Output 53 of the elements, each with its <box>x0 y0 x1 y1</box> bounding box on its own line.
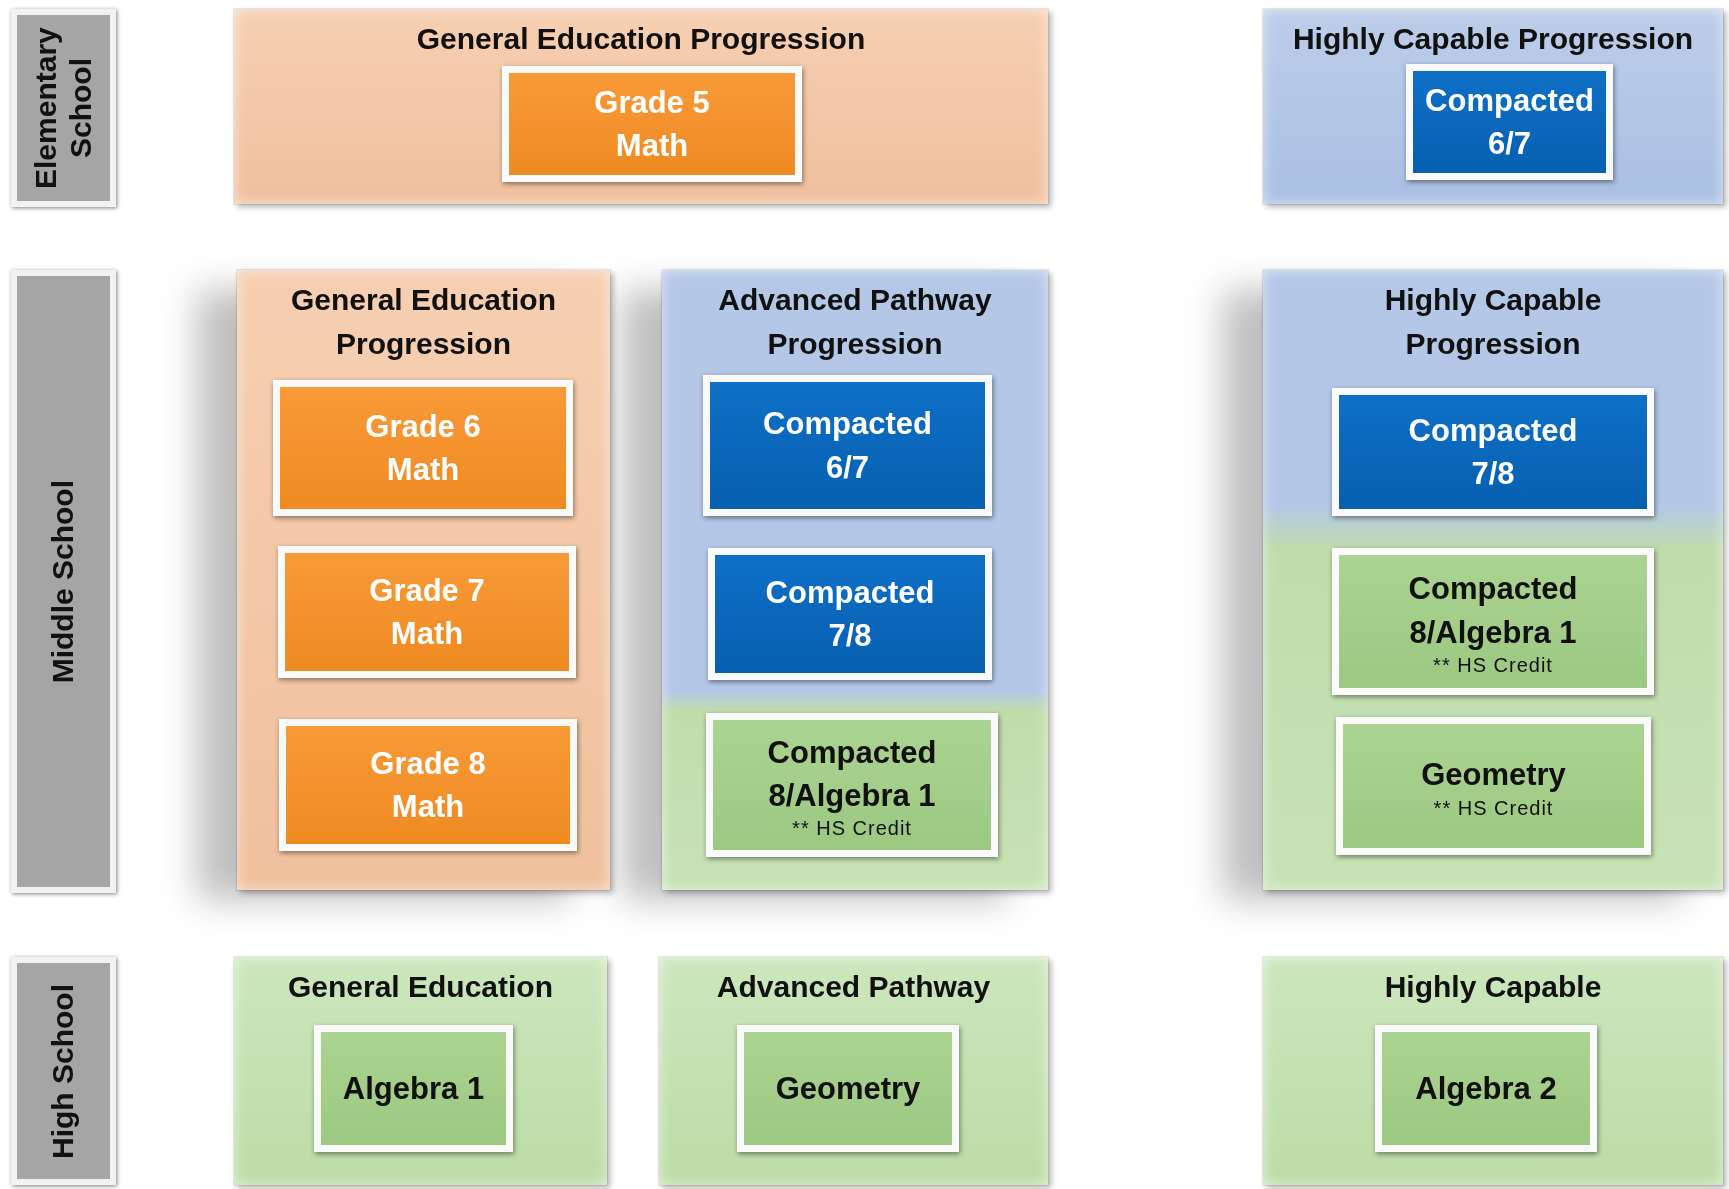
course-box <box>1332 388 1654 516</box>
panel-heading: Highly Capable Progression <box>1291 21 1695 57</box>
panel-heading: General Education Progression <box>415 21 867 57</box>
progression-panel <box>1263 9 1723 204</box>
panel-heading: Advanced Pathway Progression <box>717 282 993 362</box>
course-name: Geometry <box>775 1069 921 1108</box>
progression-panel <box>234 957 607 1185</box>
level-label: Elementary School <box>29 26 98 191</box>
course-box <box>703 375 992 516</box>
level-label-box <box>11 270 116 893</box>
course-name: Compacted 7/8 <box>764 573 936 655</box>
course-name: Algebra 1 <box>342 1069 485 1108</box>
course-name: Compacted 8/Algebra 1 <box>766 733 938 815</box>
course-box <box>1332 548 1654 695</box>
course-name: Grade 6 Math <box>364 407 482 489</box>
panel-heading: Highly Capable Progression <box>1383 282 1603 362</box>
credit-note: ** HS Credit <box>1433 653 1553 676</box>
panel-heading: General Education <box>286 969 555 1005</box>
course-box <box>706 713 998 857</box>
panel-heading: Advanced Pathway <box>715 969 992 1005</box>
course-box <box>279 719 577 851</box>
course-box <box>1375 1025 1597 1152</box>
progression-panel <box>237 270 610 890</box>
credit-note: ** HS Credit <box>792 817 912 840</box>
credit-note: ** HS Credit <box>1433 796 1554 819</box>
course-box <box>502 66 802 182</box>
course-name: Grade 5 Math <box>593 83 711 165</box>
level-label: Middle School <box>46 479 81 684</box>
progression-panel <box>1263 957 1723 1185</box>
course-name: Compacted 7/8 <box>1407 411 1579 493</box>
panel-heading: General Education Progression <box>289 282 558 362</box>
course-name: Grade 7 Math <box>368 571 486 653</box>
level-label-box <box>11 9 116 207</box>
course-name: Compacted 6/7 <box>762 405 933 487</box>
course-box <box>1336 717 1651 855</box>
course-name: Compacted 6/7 <box>1424 81 1595 163</box>
panel-heading: Highly Capable <box>1383 969 1603 1005</box>
progression-panel <box>234 9 1048 204</box>
course-box <box>737 1025 959 1152</box>
course-name: Geometry <box>1421 756 1566 795</box>
course-name: Grade 8 Math <box>369 744 487 826</box>
level-label-box <box>11 957 116 1185</box>
course-box <box>1406 64 1613 180</box>
course-name: Compacted 8/Algebra 1 <box>1407 570 1579 652</box>
progression-panel <box>659 957 1048 1185</box>
course-box <box>278 546 576 678</box>
course-name: Algebra 2 <box>1415 1069 1557 1108</box>
course-box <box>708 548 992 680</box>
progression-panel <box>662 270 1048 890</box>
course-box <box>314 1025 513 1152</box>
level-label: High School <box>46 983 81 1159</box>
course-box <box>273 380 573 516</box>
progression-panel <box>1263 270 1723 890</box>
